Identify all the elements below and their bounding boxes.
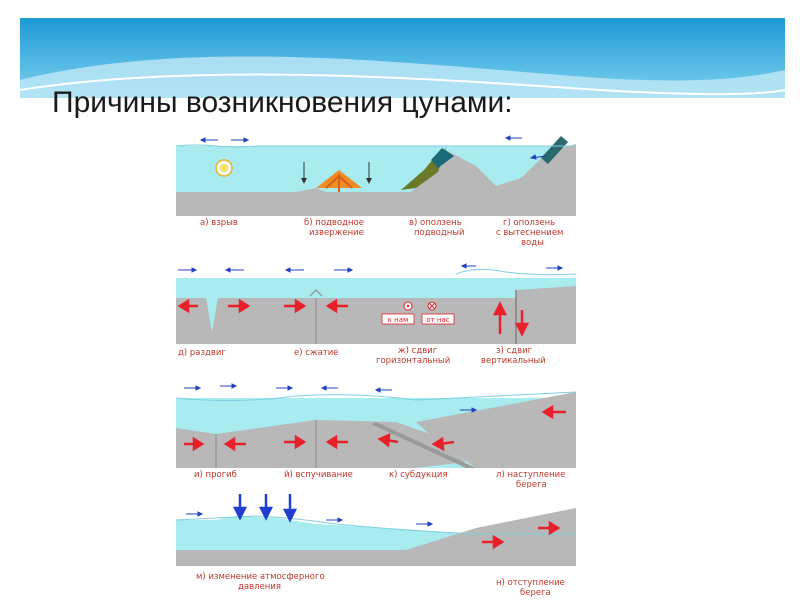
blue-pressure-arrows — [232, 494, 298, 523]
surface-arrows — [199, 135, 547, 160]
caption-n-line1: н) отступление — [496, 578, 565, 588]
caption-b-line2: извержение — [309, 228, 364, 238]
caption-a: а) взрыв — [200, 218, 238, 228]
caption-zh-line2: горизонтальный — [376, 356, 451, 366]
coastal-slide — [541, 136, 568, 164]
caption-g-line2: с вытеснением — [496, 228, 564, 238]
sea-floor-right — [416, 392, 576, 468]
row2-diagram: к нам от нас — [176, 263, 576, 344]
caption-n-line2: берега — [520, 588, 551, 598]
caption-l-line1: л) наступление — [496, 470, 566, 480]
rift-gap — [206, 298, 218, 332]
caption-b-line1: б) подводное — [304, 218, 364, 228]
slide-title: Причины возникновения цунами: — [52, 86, 513, 119]
box-from-us — [421, 313, 455, 325]
caption-e: е) сжатие — [294, 348, 339, 358]
header-wave-banner — [19, 18, 786, 139]
sea-floor — [176, 286, 576, 344]
surface-arrows — [184, 383, 478, 413]
caption-v-line2: подводный — [414, 228, 465, 238]
caption-d: д) раздвиг — [178, 348, 226, 358]
caption-z-line2: вертикальный — [481, 356, 546, 366]
panel-row-1: а) взрыв б) подводное извержение в) опол… — [176, 130, 576, 248]
slide-top — [431, 148, 454, 168]
caption-z-line1: з) сдвиг — [496, 346, 533, 356]
caption-y: й) вспучивание — [284, 470, 353, 480]
box-to-us-label: к нам — [388, 316, 409, 324]
caption-zh-line1: ж) сдвиг — [398, 346, 438, 356]
caption-i: и) прогиб — [194, 470, 237, 480]
panel-row-2: к нам от нас д) раздвиг е) сжатие ж) сдв… — [176, 258, 576, 373]
row4-diagram — [176, 488, 576, 566]
row1-diagram — [176, 135, 576, 216]
surface-arrows — [178, 263, 564, 273]
red-arrows — [177, 298, 530, 337]
red-arrows — [482, 520, 561, 550]
surface-arrows — [186, 511, 434, 527]
panel-row-3: и) прогиб й) вспучивание к) субдукция л)… — [176, 382, 576, 497]
sea-floor — [176, 144, 576, 216]
caption-v-line1: в) оползень — [409, 218, 462, 228]
box-from-us-label: от нас — [426, 316, 449, 324]
caption-g-line1: г) оползень — [503, 218, 556, 228]
caption-m-line2: давления — [238, 582, 281, 592]
box-to-us — [381, 313, 415, 325]
caption-m-line1: м) изменение атмосферного — [196, 572, 325, 582]
caption-g-line3: воды — [521, 238, 544, 248]
caption-k: к) субдукция — [389, 470, 448, 480]
row3-diagram — [176, 383, 576, 468]
panel-row-4: м) изменение атмосферного давления н) от… — [176, 488, 576, 600]
caption-l-line2: берега — [516, 480, 547, 490]
red-arrows — [184, 404, 566, 452]
sea-floor — [176, 508, 576, 566]
